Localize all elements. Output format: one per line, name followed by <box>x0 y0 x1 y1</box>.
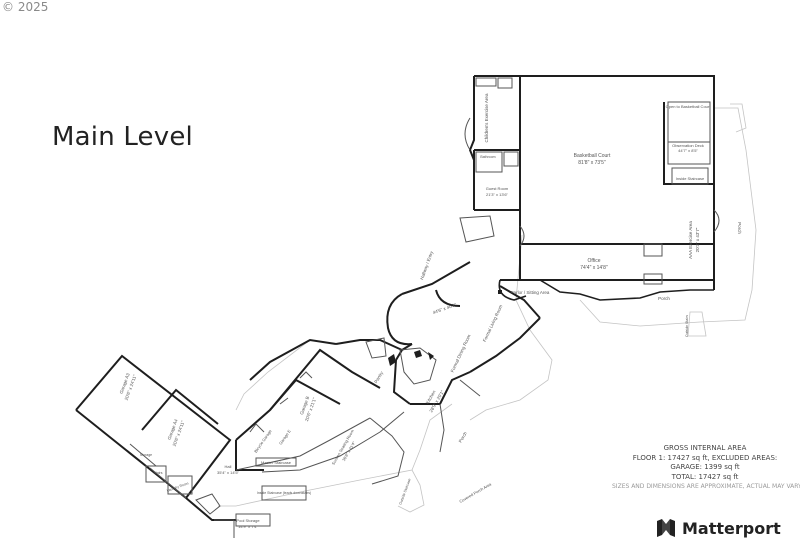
label-childrens-exercise: Children's Exercise Area <box>484 93 489 142</box>
label-outside-stairs: Outside Stairs <box>685 315 689 337</box>
upper-wing-thin <box>459 77 720 285</box>
label-porch-lower: Porch <box>458 430 468 443</box>
label-master-staircase: Master Staircase <box>261 460 292 465</box>
fireplace-marks <box>388 290 502 366</box>
label-stairs: Stairs <box>154 471 163 475</box>
label-pool-storage-dims: 14'9" x 7'4" <box>238 524 258 529</box>
label-central-dims: 44'6" x 40'1" <box>432 302 457 315</box>
label-formal-dining: Formal Dining Room <box>450 333 472 373</box>
office-bays <box>498 279 714 301</box>
label-garage-b: Garage B <box>299 396 310 416</box>
label-bathroom: Bathroom <box>480 155 495 159</box>
label-laundry: Laundry Room <box>166 481 189 493</box>
copyright-text: © 2025 <box>2 0 49 14</box>
label-porch-office: Porch <box>658 296 670 301</box>
label-bicycle-garage: Bicycle Garage <box>253 428 273 454</box>
area-heading: GROSS INTERNAL AREA <box>663 444 747 452</box>
brand-name: Matterport <box>682 518 781 538</box>
label-parlor: Parlor / Sitting Area <box>511 290 550 295</box>
label-hall: Hall <box>225 464 232 469</box>
label-open-to-court: Open to Basketball Court <box>666 104 712 109</box>
label-aaa-exercise: AAA Exercise Area <box>688 221 693 259</box>
label-covered-porch: Covered Porch Area <box>458 481 492 504</box>
area-garage: GARAGE: 1399 sq ft <box>670 463 740 471</box>
exterior-outlines <box>218 103 757 513</box>
central-walls <box>335 261 541 405</box>
area-floor1: FLOOR 1: 17427 sq ft, EXCLUDED AREAS: <box>632 453 778 462</box>
label-inside-staircase: Inside Staircase <box>676 176 705 181</box>
label-outside-staircase: Outside Staircase <box>398 478 411 505</box>
label-aaa-dims: 20'3" x 43'7" <box>695 227 700 252</box>
label-porch-right: Porch <box>737 222 742 234</box>
label-basketball-dims: 81'8" x 73'5" <box>578 160 606 166</box>
gross-area-summary: GROSS INTERNAL AREA FLOOR 1: 17427 sq ft… <box>612 444 800 492</box>
label-garage-e: Garage E <box>278 428 292 445</box>
garage-wing-thin <box>129 371 405 538</box>
label-hall-dims: 35'4" x 14'5" <box>217 470 240 475</box>
label-pool-storage: Pool Storage <box>236 518 260 523</box>
central-thin <box>365 337 481 453</box>
label-guest-room: Guest Room <box>486 186 509 191</box>
label-guest-room-dims: 21'3" x 13'6" <box>486 192 509 197</box>
label-observation-dims: 44'7" x 8'5" <box>678 148 698 153</box>
label-office-dims: 74'4" x 14'8" <box>580 265 608 271</box>
label-storage: Storage <box>140 453 152 457</box>
level-title: Main Level <box>52 122 193 152</box>
area-disclaimer: SIZES AND DIMENSIONS ARE APPROXIMATE, AC… <box>612 483 800 490</box>
area-total: TOTAL: 17427 sq ft <box>671 472 739 481</box>
label-hallway-entry: Hallway / Entry <box>419 250 434 281</box>
garage-wing-walls <box>75 338 381 521</box>
label-office: Office <box>588 258 601 264</box>
label-basketball: Basketball Court <box>574 153 611 159</box>
label-inside-staircase-down: Inside Staircase (leads downstairs) <box>257 491 311 495</box>
matterport-brand: Matterport <box>656 518 781 538</box>
label-pantry: Pantry <box>373 370 384 384</box>
label-observation-deck: Observation Deck <box>672 143 704 148</box>
matterport-logo-icon <box>657 519 675 537</box>
label-formal-living: Formal Living Room <box>482 304 504 343</box>
